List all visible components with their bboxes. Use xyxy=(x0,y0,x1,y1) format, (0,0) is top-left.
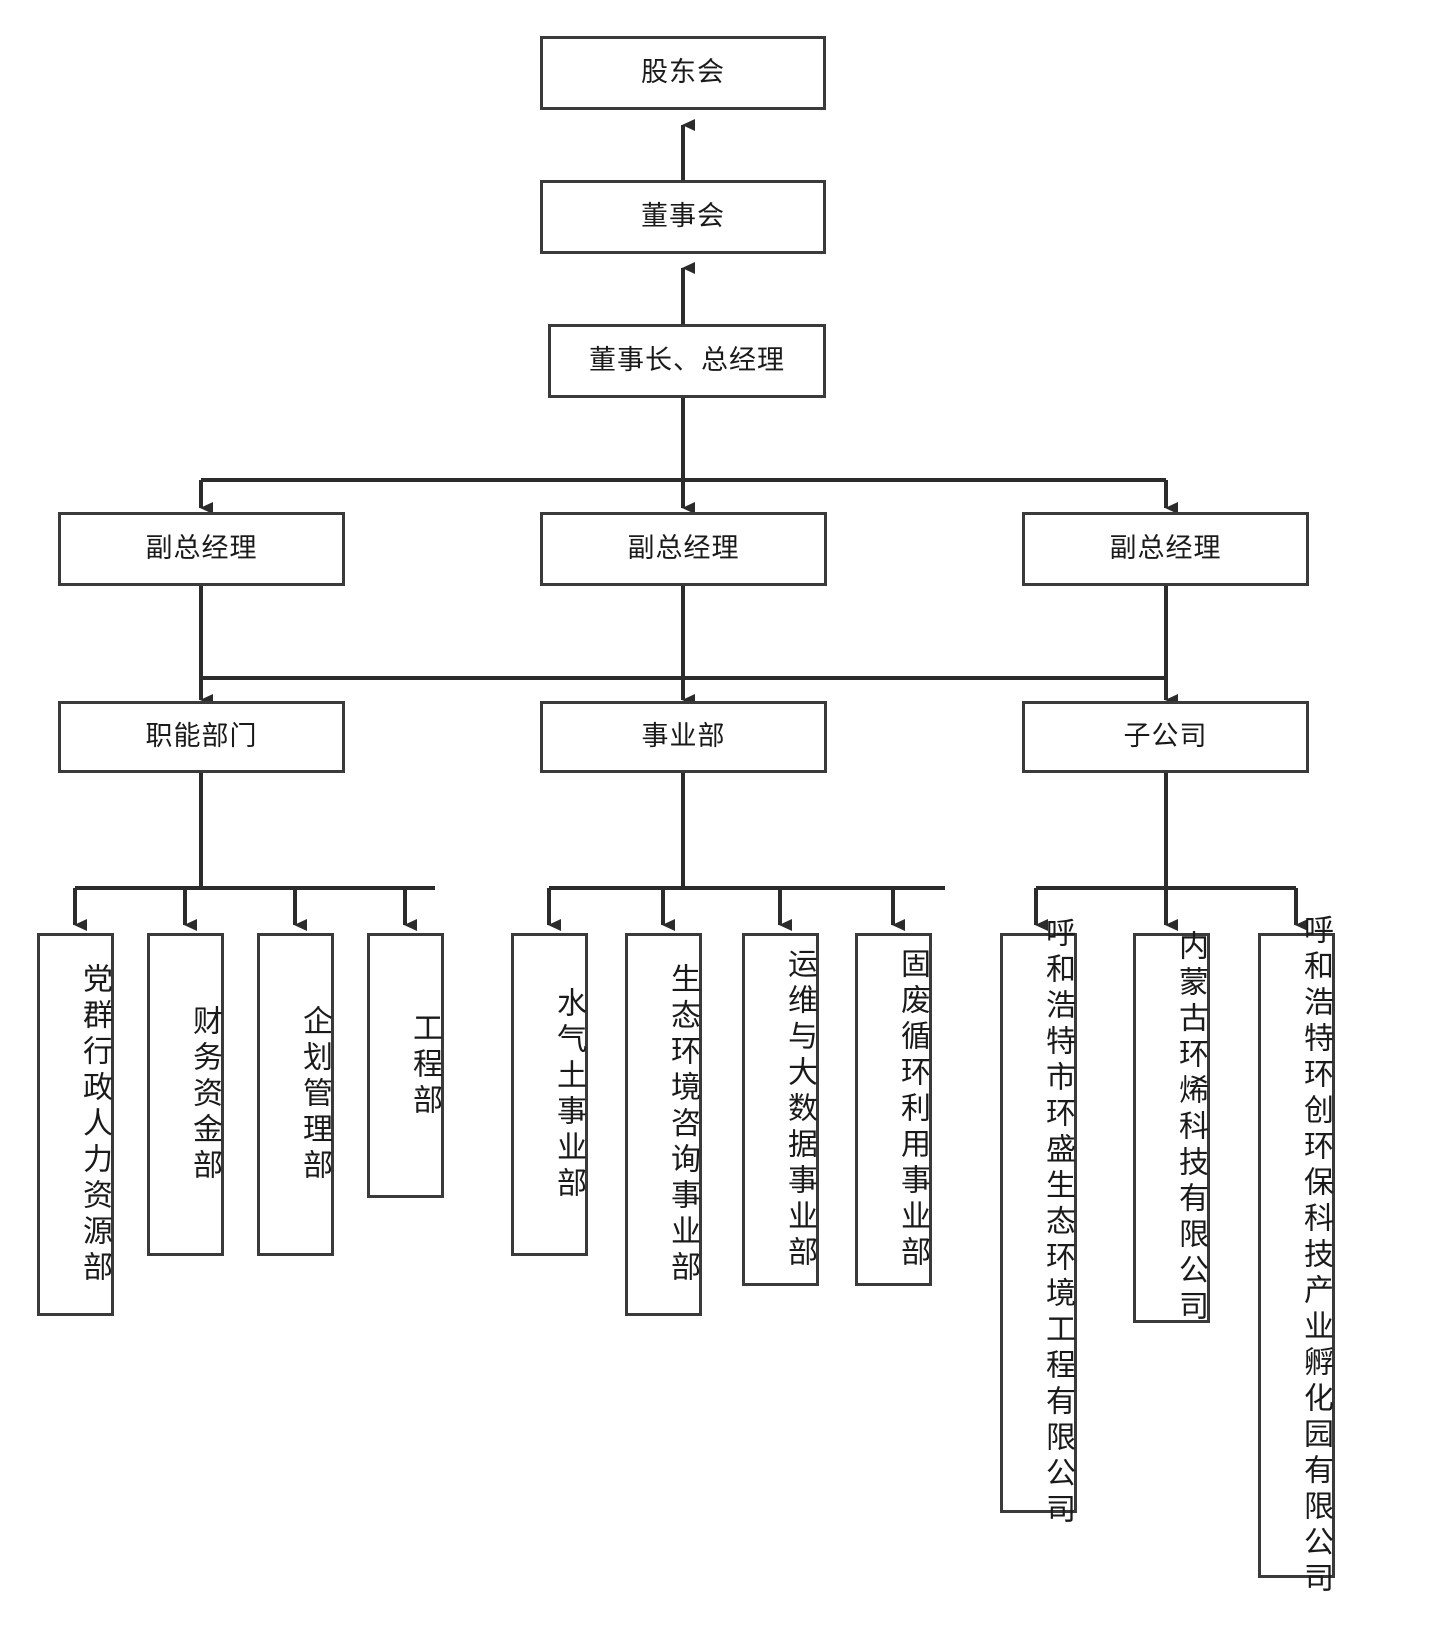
node-deputy-gm-3[interactable]: 副总经理 xyxy=(1022,512,1309,586)
node-label: 副总经理 xyxy=(627,532,740,564)
leaf-business-division-3[interactable]: 运维与大数据事业部 xyxy=(742,933,819,1286)
node-deputy-gm-1[interactable]: 副总经理 xyxy=(58,512,345,586)
node-label: 水气土事业部 xyxy=(551,986,586,1203)
node-label: 副总经理 xyxy=(1109,532,1222,564)
node-label: 呼和浩特市环盛生态环境工程有限公司 xyxy=(1040,917,1075,1529)
leaf-subsidiary-3[interactable]: 呼和浩特环创环保科技产业孵化园有限公司 xyxy=(1258,914,1335,1598)
node-label: 副总经理 xyxy=(145,532,258,564)
node-label: 工程部 xyxy=(407,1011,442,1120)
node-label: 固废循环利用事业部 xyxy=(895,947,930,1272)
node-shareholders-meeting[interactable]: 股东会 xyxy=(540,36,826,110)
node-label: 董事长、总经理 xyxy=(589,344,785,376)
leaf-functional-department-2[interactable]: 财务资金部 xyxy=(147,933,224,1256)
node-label: 事业部 xyxy=(641,720,726,752)
leaf-functional-department-3[interactable]: 企划管理部 xyxy=(257,933,334,1256)
leaf-subsidiary-1[interactable]: 呼和浩特市环盛生态环境工程有限公司 xyxy=(1000,917,1077,1529)
leaf-subsidiary-2[interactable]: 内蒙古环烯科技有限公司 xyxy=(1133,930,1210,1326)
node-label: 财务资金部 xyxy=(187,1004,222,1185)
leaf-business-division-1[interactable]: 水气土事业部 xyxy=(511,933,588,1256)
node-label: 子公司 xyxy=(1123,720,1208,752)
node-label: 运维与大数据事业部 xyxy=(782,947,817,1272)
node-label: 企划管理部 xyxy=(297,1004,332,1185)
node-board-of-directors[interactable]: 董事会 xyxy=(540,180,826,254)
node-chairman-general-manager[interactable]: 董事长、总经理 xyxy=(548,324,826,398)
leaf-functional-department-1[interactable]: 党群行政人力资源部 xyxy=(37,933,114,1316)
node-label: 内蒙古环烯科技有限公司 xyxy=(1173,930,1208,1326)
leaf-business-division-4[interactable]: 固废循环利用事业部 xyxy=(855,933,932,1286)
node-business-divisions[interactable]: 事业部 xyxy=(540,701,827,773)
leaf-functional-department-4[interactable]: 工程部 xyxy=(367,933,444,1198)
node-label: 股东会 xyxy=(641,56,725,88)
node-label: 职能部门 xyxy=(145,720,258,752)
node-label: 生态环境咨询事业部 xyxy=(665,962,700,1287)
node-deputy-gm-2[interactable]: 副总经理 xyxy=(540,512,827,586)
node-label: 呼和浩特环创环保科技产业孵化园有限公司 xyxy=(1298,913,1333,1598)
node-label: 党群行政人力资源部 xyxy=(77,962,112,1287)
leaf-business-division-2[interactable]: 生态环境咨询事业部 xyxy=(625,933,702,1316)
node-functional-departments[interactable]: 职能部门 xyxy=(58,701,345,773)
node-subsidiaries[interactable]: 子公司 xyxy=(1022,701,1309,773)
node-label: 董事会 xyxy=(641,200,725,232)
